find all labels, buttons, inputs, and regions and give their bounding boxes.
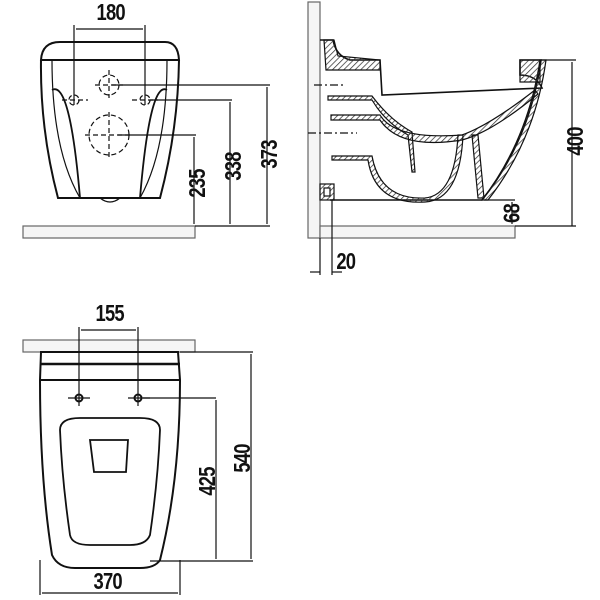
dim-side-floor-gap: 68 xyxy=(498,204,525,223)
dim-top-hinge-spacing: 155 xyxy=(95,300,125,326)
side-view xyxy=(307,1,576,275)
dim-front-fixing-height: 338 xyxy=(220,152,247,181)
dim-top-total-width: 370 xyxy=(93,568,123,594)
dim-side-rim-height: 400 xyxy=(562,127,589,156)
dim-front-outlet-height: 235 xyxy=(184,169,211,198)
front-view xyxy=(22,25,270,239)
dim-front-fixing-width: 180 xyxy=(96,0,126,25)
dim-top-fixing-to-front: 425 xyxy=(194,467,221,496)
dim-side-wall-gap: 20 xyxy=(336,248,356,274)
top-view xyxy=(22,327,253,595)
dim-top-total-length: 540 xyxy=(229,444,256,473)
dim-front-upper-height: 373 xyxy=(256,140,283,169)
